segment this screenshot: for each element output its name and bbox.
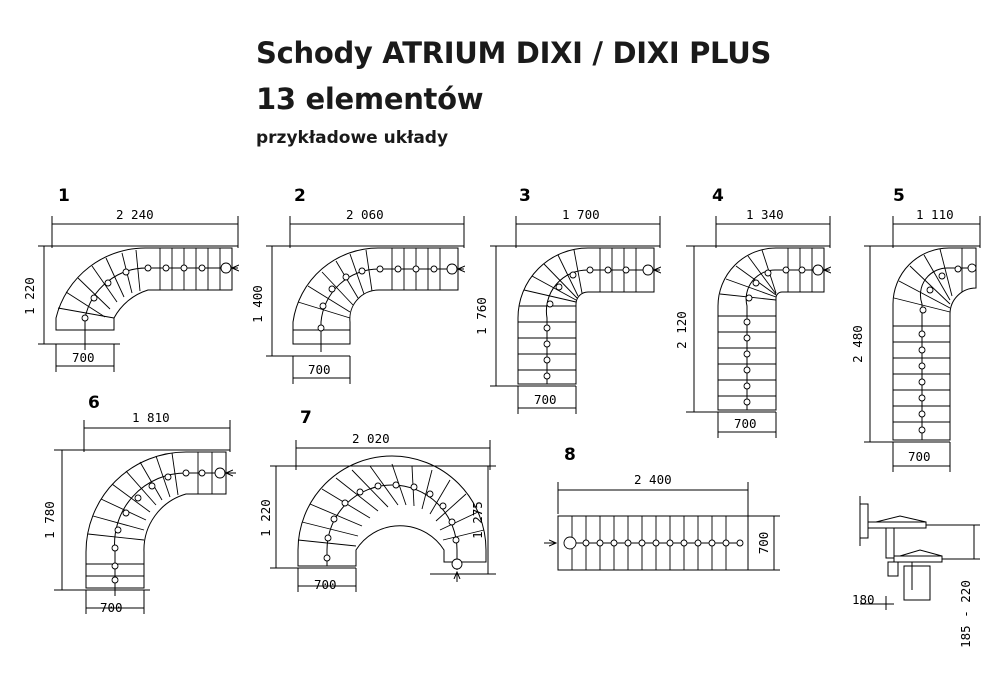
- base-width-label: 700: [734, 416, 757, 431]
- layout-2: 2 2 060 1 400 700: [250, 186, 464, 384]
- height-label: 1 220: [22, 277, 37, 315]
- dimension-lines: [38, 216, 239, 372]
- stair-plan: [292, 247, 464, 352]
- base-width-label: 700: [100, 600, 123, 615]
- layout-number: 8: [564, 445, 576, 465]
- width-label: 2 400: [634, 472, 672, 487]
- layout-4: 4 1 340 2 120 700: [674, 186, 830, 438]
- detail-horizontal-label: 180: [852, 592, 875, 607]
- height-label: 1 220: [258, 499, 273, 537]
- page-title: Schody ATRIUM DIXI / DIXI PLUS: [256, 36, 772, 70]
- stair-plan: [55, 247, 238, 350]
- dimension-lines: [864, 216, 981, 472]
- layout-number: 7: [300, 408, 312, 428]
- element-count-title: 13 elementów: [256, 82, 484, 116]
- width-label: 2 240: [116, 207, 154, 222]
- stair-plan: [297, 455, 487, 582]
- height-label: 1 780: [42, 501, 57, 539]
- height-right-label: 700: [756, 532, 771, 555]
- dimension-lines: [54, 420, 231, 614]
- base-width-label: 700: [908, 449, 931, 464]
- width-label: 1 110: [916, 207, 954, 222]
- height-right-label: 1 275: [470, 501, 485, 539]
- page-subtitle: przykładowe układy: [256, 128, 449, 148]
- layout-8: 8 2 400 700: [544, 445, 780, 571]
- height-label: 1 760: [474, 297, 489, 335]
- width-label: 2 020: [352, 431, 390, 446]
- step-section-detail: 180 185 - 220: [852, 496, 980, 648]
- stair-plan: [892, 247, 977, 441]
- layout-1: 1 2 240 1 220 700: [22, 186, 238, 372]
- layout-number: 6: [88, 393, 100, 413]
- dimension-lines: [270, 440, 496, 592]
- layout-number: 2: [294, 186, 306, 206]
- dimension-lines: [490, 216, 661, 414]
- height-label: 1 400: [250, 285, 265, 323]
- detail-vertical-label: 185 - 220: [958, 580, 973, 648]
- height-label: 2 120: [674, 311, 689, 349]
- layout-number: 1: [58, 186, 70, 206]
- stair-plan: [517, 247, 660, 385]
- base-width-label: 700: [314, 577, 337, 592]
- dimension-lines: [557, 482, 780, 571]
- width-label: 1 810: [132, 410, 170, 425]
- stair-plan: [717, 247, 830, 411]
- height-label: 2 480: [850, 325, 865, 363]
- width-label: 1 700: [562, 207, 600, 222]
- base-width-label: 700: [308, 362, 331, 377]
- width-label: 2 060: [346, 207, 384, 222]
- dimension-lines: [686, 216, 831, 438]
- layout-6: 6 1 810 1 780 700: [42, 393, 236, 615]
- base-width-label: 700: [72, 350, 95, 365]
- dimension-lines: [266, 216, 465, 384]
- layout-5: 5 1 110 2 480 700: [850, 186, 981, 472]
- base-width-label: 700: [534, 392, 557, 407]
- width-label: 1 340: [746, 207, 784, 222]
- layout-3: 3 1 700 1 760 700: [474, 186, 660, 414]
- stair-plan: [544, 515, 749, 571]
- layout-number: 5: [893, 186, 905, 206]
- layout-number: 4: [712, 186, 724, 206]
- stair-plan: [85, 451, 236, 596]
- layout-number: 3: [519, 186, 531, 206]
- layout-7: 7 2 020 1 220 1 275 700: [258, 408, 496, 592]
